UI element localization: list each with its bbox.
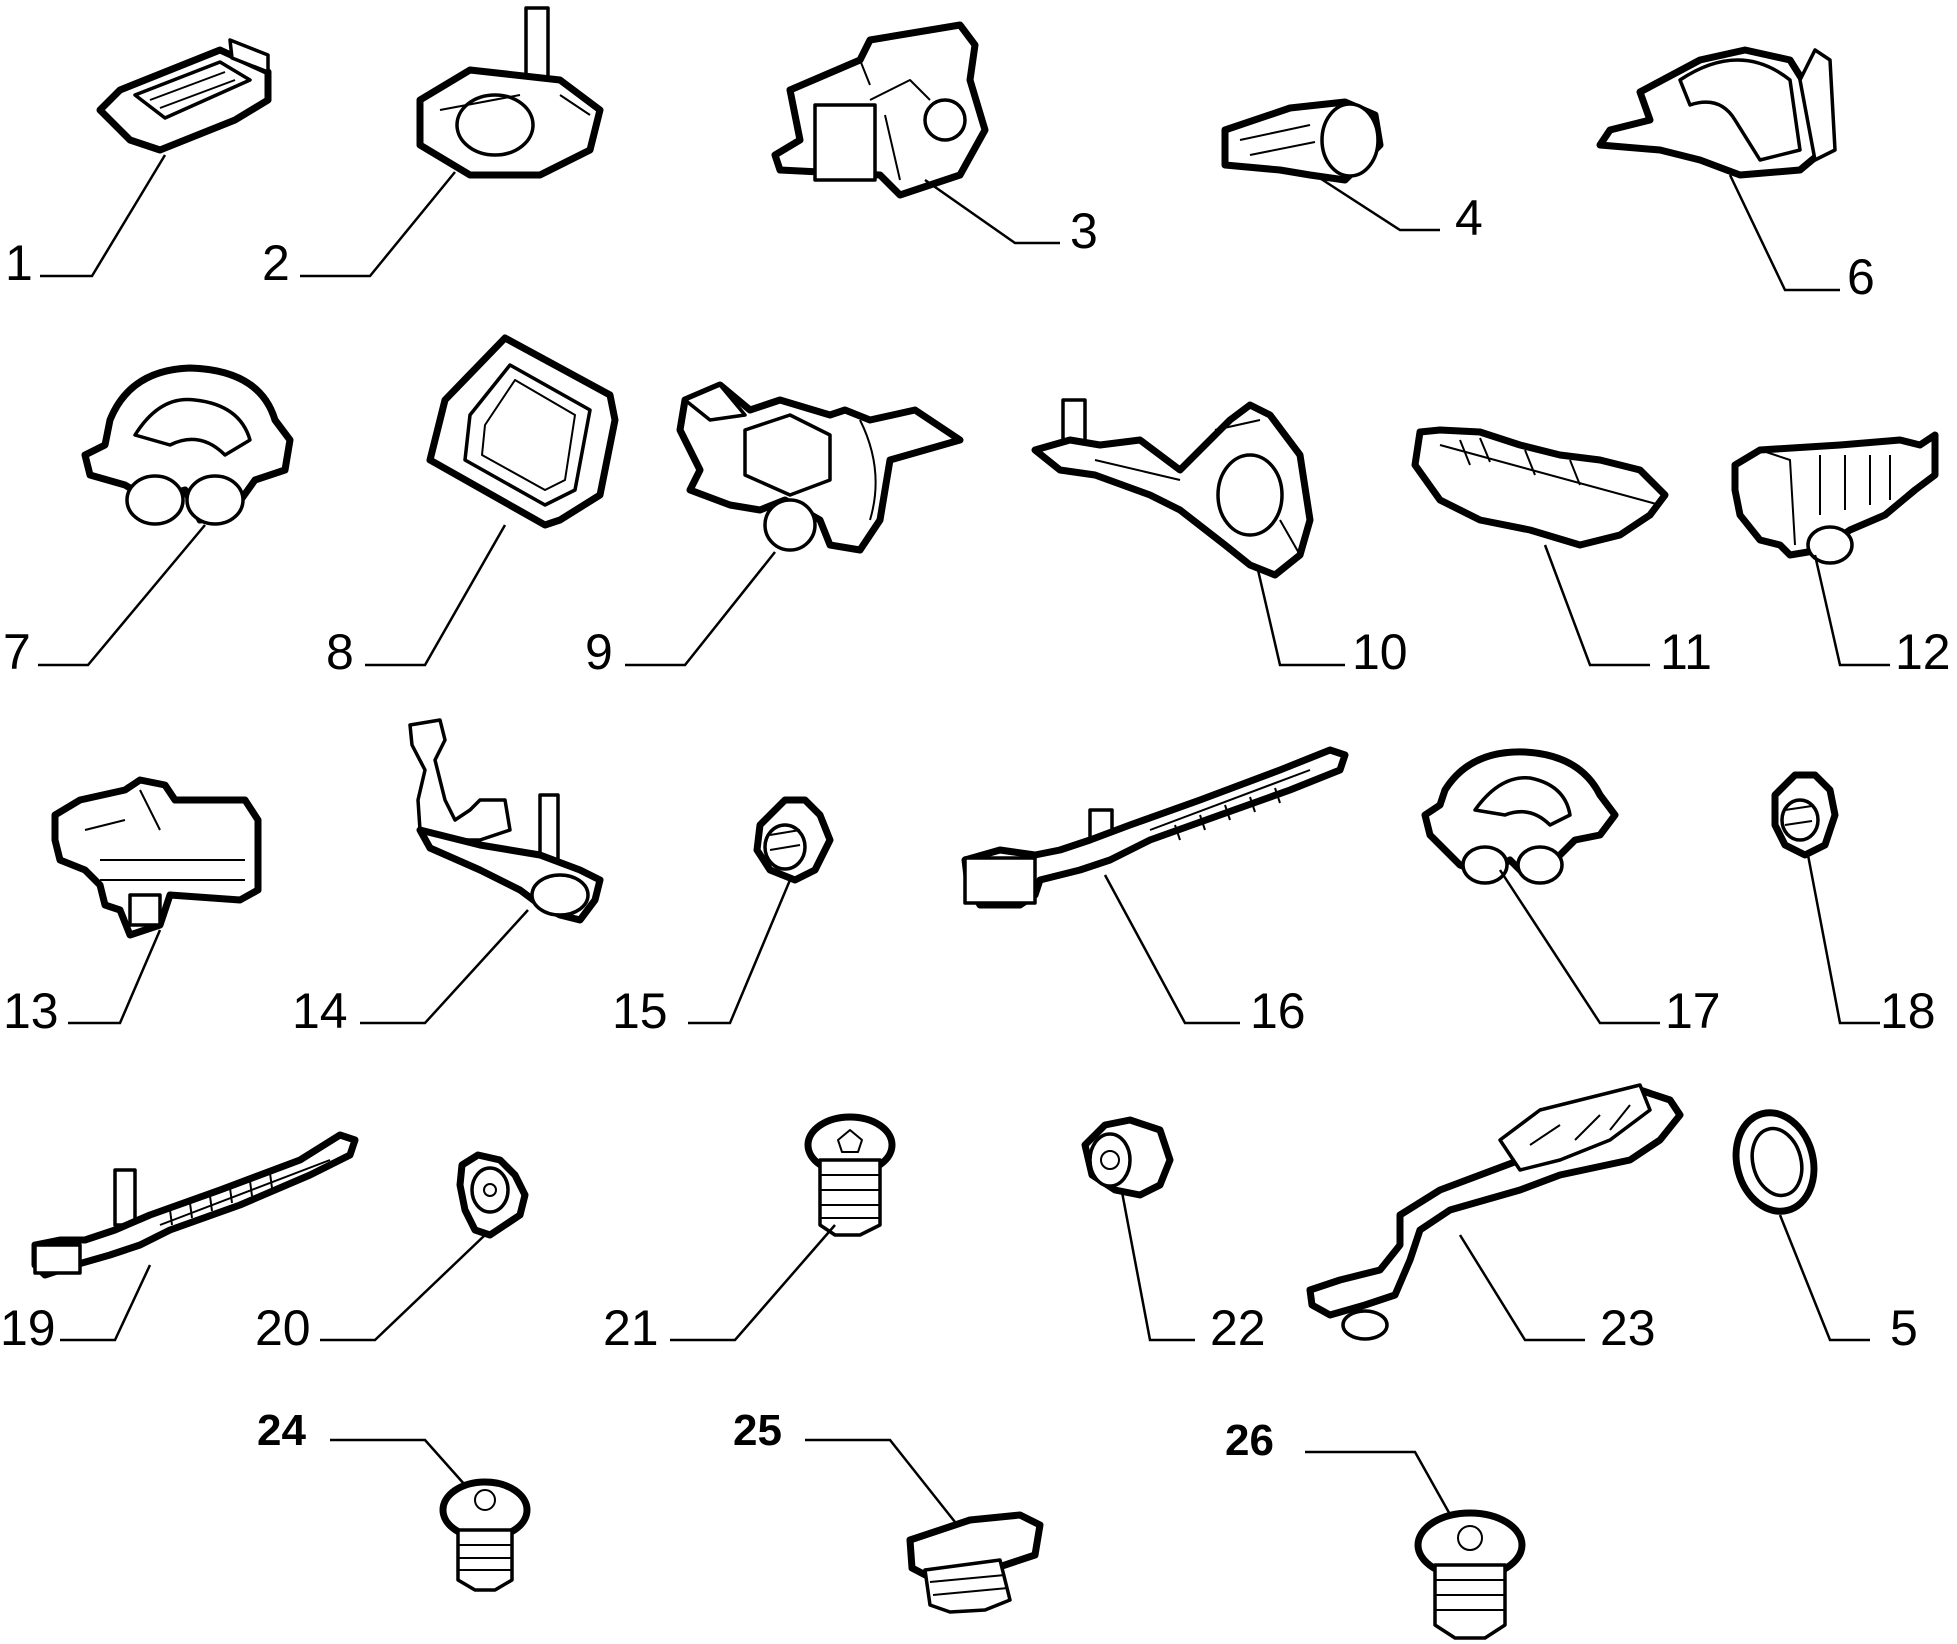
label-6: 6 (1847, 249, 1875, 305)
part-3-clip (771, 21, 989, 199)
part-26-rivet (1414, 1509, 1526, 1640)
label-21: 21 (603, 1300, 659, 1356)
part-11-pad (1411, 426, 1669, 549)
part-15-clip (753, 796, 834, 884)
label-11: 11 (1660, 624, 1712, 680)
part-21-rivet (804, 1113, 896, 1237)
part-9-clip (676, 381, 964, 554)
part-7-clip (81, 364, 294, 526)
leader-line-3 (924, 178, 1060, 245)
leader-line-24 (330, 1438, 466, 1486)
leader-line-15 (688, 879, 792, 1025)
leader-line-4 (1314, 173, 1440, 232)
part-13-clip (51, 776, 262, 939)
leader-line-8 (365, 524, 507, 667)
label-18: 18 (1880, 983, 1936, 1039)
part-18-clip (1771, 771, 1839, 859)
part-22-grommet (1081, 1116, 1174, 1199)
label-22: 22 (1210, 1300, 1266, 1356)
label-9: 9 (585, 624, 613, 680)
part-20-plug (456, 1151, 529, 1239)
leader-line-14 (360, 909, 529, 1025)
leader-line-6 (1728, 174, 1840, 292)
leader-line-2 (300, 171, 456, 278)
label-5: 5 (1890, 1300, 1918, 1356)
label-25: 25 (733, 1406, 782, 1455)
leader-line-10 (1256, 569, 1345, 667)
leader-line-13 (68, 929, 162, 1025)
part-8-grommet (426, 334, 619, 529)
label-16: 16 (1250, 983, 1306, 1039)
leader-line-22 (1120, 1191, 1195, 1342)
part-14-bracket (408, 718, 604, 924)
part-23-clip (1306, 1083, 1684, 1341)
part-17-clip (1421, 748, 1619, 885)
part-2-clip (416, 6, 604, 179)
label-17: 17 (1665, 983, 1721, 1039)
leader-line-11 (1543, 544, 1650, 667)
leader-line-12 (1813, 554, 1890, 667)
part-25-plug (906, 1511, 1044, 1614)
label-4: 4 (1455, 190, 1483, 246)
part-4-clip (1221, 98, 1384, 184)
label-8: 8 (326, 624, 354, 680)
leader-line-23 (1458, 1234, 1585, 1342)
leader-line-1 (40, 154, 167, 278)
label-10: 10 (1352, 624, 1408, 680)
leader-line-25 (805, 1438, 956, 1523)
label-14: 14 (292, 983, 348, 1039)
part-5-grommet (1732, 1109, 1818, 1215)
part-10-clip (1031, 398, 1314, 579)
part-24-plug (439, 1478, 531, 1592)
leader-line-9 (625, 551, 776, 667)
label-12: 12 (1895, 624, 1951, 680)
label-23: 23 (1600, 1300, 1656, 1356)
leader-line-7 (38, 524, 206, 667)
leader-line-18 (1806, 854, 1880, 1025)
label-3: 3 (1070, 203, 1098, 259)
leader-line-20 (320, 1234, 486, 1342)
label-2: 2 (262, 235, 290, 291)
leader-line-16 (1103, 874, 1240, 1025)
leader-line-21 (670, 1224, 836, 1342)
part-6-clip (1596, 46, 1837, 179)
leader-line-19 (60, 1264, 152, 1342)
label-20: 20 (255, 1300, 311, 1356)
leader-line-26 (1305, 1450, 1454, 1519)
leader-line-5 (1778, 1214, 1870, 1342)
part-12-clip (1731, 431, 1939, 565)
part-16-tie (961, 746, 1349, 909)
label-15: 15 (612, 983, 668, 1039)
leader-line-17 (1498, 869, 1660, 1025)
label-13: 13 (3, 983, 59, 1039)
label-19: 19 (0, 1300, 56, 1356)
label-1: 1 (5, 235, 33, 291)
label-26: 26 (1225, 1416, 1274, 1465)
part-19-tie (31, 1131, 359, 1279)
label-24: 24 (257, 1406, 306, 1455)
part-1-clip (96, 38, 272, 154)
label-7: 7 (3, 624, 31, 680)
